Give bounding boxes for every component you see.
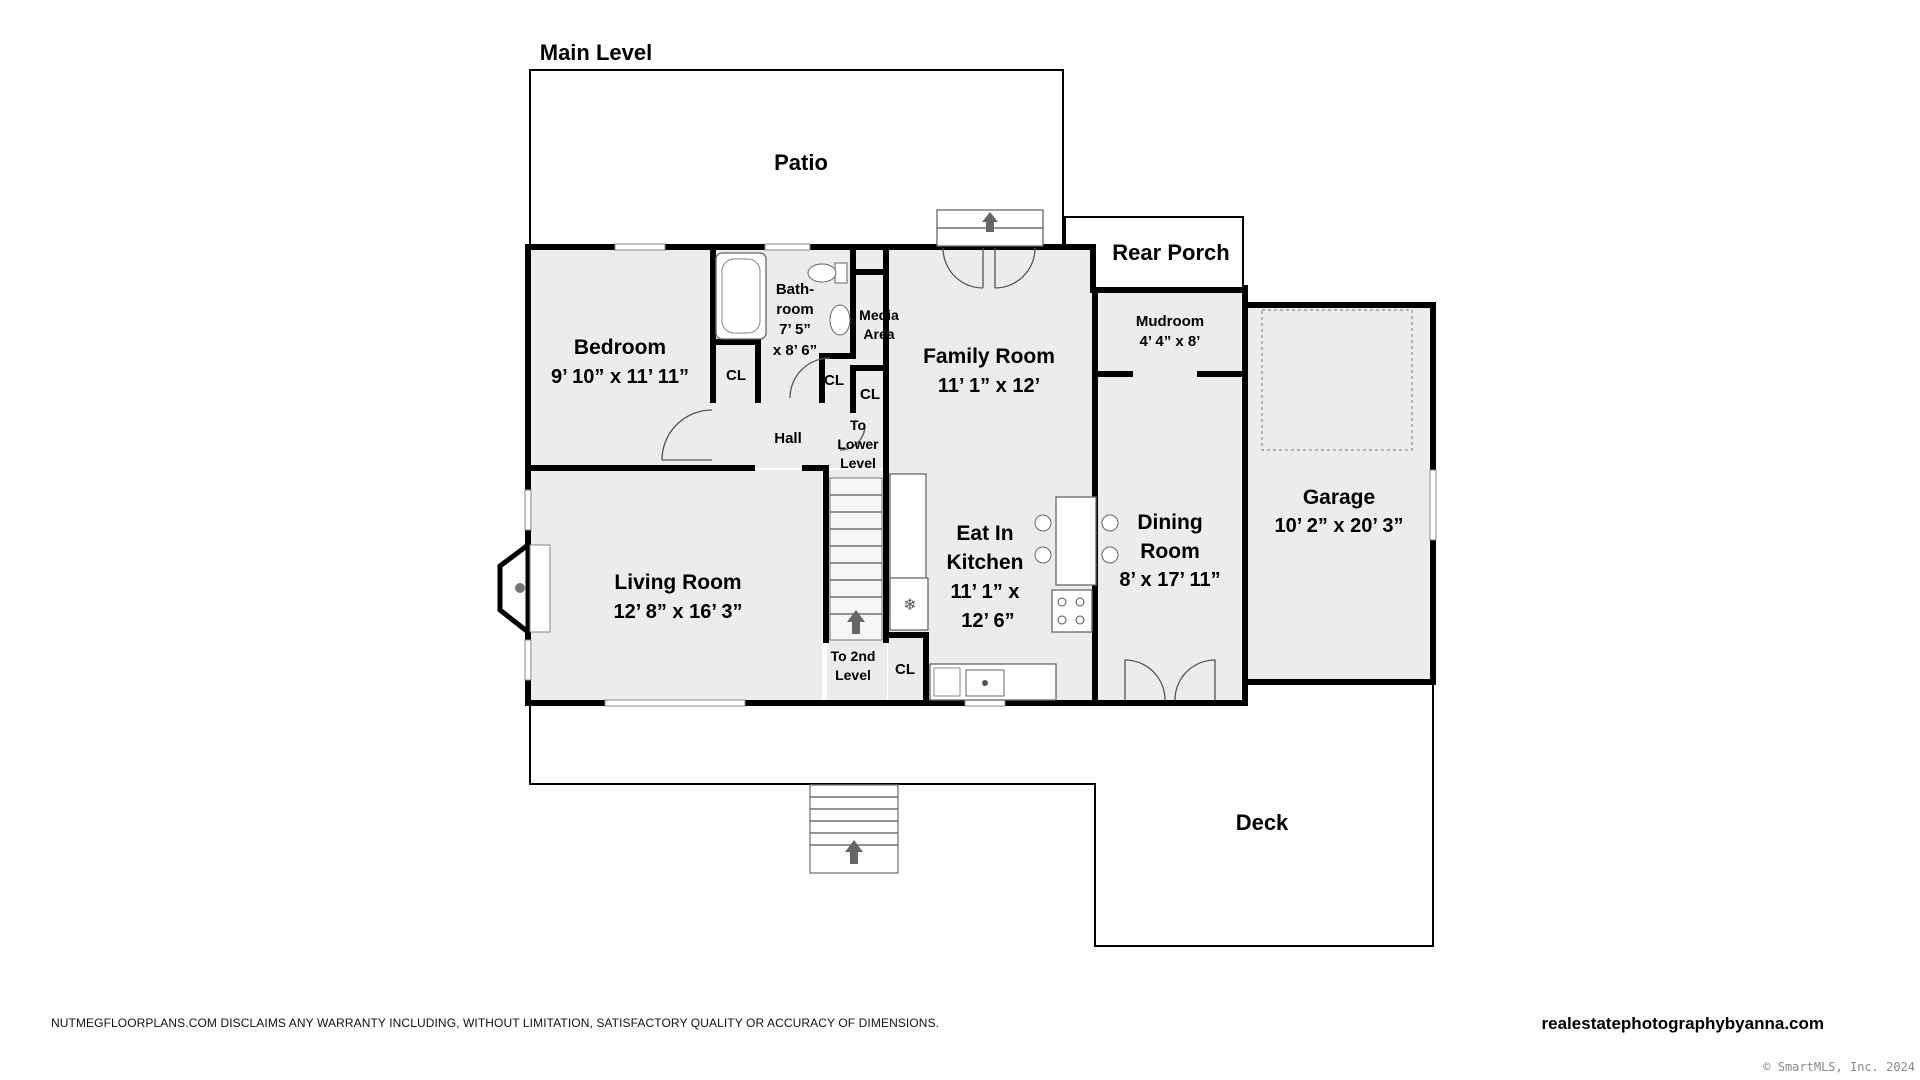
kitchen-island xyxy=(1055,496,1097,586)
media-area xyxy=(853,248,888,366)
to-lower-level-3: Level xyxy=(840,455,876,471)
garage-door-outline xyxy=(1261,309,1413,451)
kitchen-dims-2: 12’ 6” xyxy=(961,610,1014,632)
kitchen-label-1: Eat In xyxy=(956,522,1013,545)
rear-porch-label: Rear Porch xyxy=(1112,240,1229,265)
living-room-label: Living Room xyxy=(614,571,741,594)
garage-dims: 10’ 2” x 20’ 3” xyxy=(1275,515,1404,537)
stool-icon xyxy=(1101,514,1119,532)
hall-area xyxy=(713,366,888,468)
stove-icon xyxy=(1051,589,1093,633)
stool-icon xyxy=(1101,546,1119,564)
closet-label-bath: CL xyxy=(824,372,844,389)
living-room-dims: 12’ 8” x 16’ 3” xyxy=(614,601,743,623)
kitchen-label-2: Kitchen xyxy=(946,551,1023,574)
dining-room-label-2: Room xyxy=(1140,540,1200,563)
dining-room-area xyxy=(1095,374,1241,703)
refrigerator-icon xyxy=(889,577,929,631)
family-room-dims: 11’ 1” x 12’ xyxy=(938,375,1040,397)
media-area-label-1: Media xyxy=(859,307,899,323)
mudroom-area xyxy=(1095,288,1241,374)
dining-room-dims: 8’ x 17’ 11” xyxy=(1119,569,1220,591)
patio-label: Patio xyxy=(774,150,828,175)
to-2nd-level-2: Level xyxy=(835,667,871,683)
interior-stairs xyxy=(829,477,883,641)
stool-icon xyxy=(1034,546,1052,564)
stairs-up-arrow-icon xyxy=(847,610,865,634)
family-room-label: Family Room xyxy=(923,345,1055,368)
bathroom-dims-2: x 8’ 6” xyxy=(773,342,817,359)
to-lower-level-2: Lower xyxy=(837,436,879,452)
to-lower-level-1: To xyxy=(850,417,866,433)
snowflake-icon: ❄ xyxy=(903,597,916,614)
hall-label: Hall xyxy=(774,430,802,447)
rear-porch-outline xyxy=(1064,216,1244,286)
garage-label: Garage xyxy=(1303,486,1375,509)
closet-label-media: CL xyxy=(860,386,880,403)
copyright-text: © SmartMLS, Inc. 2024 xyxy=(1763,1060,1915,1074)
living-room-area xyxy=(530,470,822,703)
patio-outline xyxy=(529,69,1064,244)
deck-outline xyxy=(529,682,1434,947)
toilet-icon xyxy=(807,262,848,284)
closet-label-kitchen: CL xyxy=(895,661,915,678)
bedroom-area xyxy=(530,248,713,466)
website-link[interactable]: realestatephotographybyanna.com xyxy=(1541,1014,1824,1033)
bedroom-dims: 9’ 10” x 11’ 11” xyxy=(551,366,689,388)
disclaimer-text: NUTMEGFLOORPLANS.COM DISCLAIMS ANY WARRA… xyxy=(51,1016,940,1030)
closet-label-bedroom: CL xyxy=(726,367,746,384)
bedroom-label: Bedroom xyxy=(574,336,666,359)
dining-room-label-1: Dining xyxy=(1137,511,1202,534)
stool-icon xyxy=(1034,514,1052,532)
mudroom-dims: 4’ 4” x 8’ xyxy=(1140,333,1201,350)
deck-steps-arrow-icon xyxy=(845,840,863,864)
mudroom-label: Mudroom xyxy=(1136,313,1204,330)
to-2nd-level-1: To 2nd xyxy=(831,648,876,664)
media-area-label-2: Area xyxy=(863,326,894,342)
garage-area xyxy=(1247,305,1431,680)
dishwasher-icon xyxy=(933,667,961,697)
bathroom-label-1: Bath- xyxy=(776,281,814,298)
bathroom-dims-1: 7’ 5” xyxy=(779,321,811,338)
bath-sink-icon xyxy=(829,304,851,336)
bathroom-label-2: room xyxy=(776,301,814,318)
family-room-area xyxy=(888,248,1093,470)
deck-label: Deck xyxy=(1236,810,1289,835)
floor-title: Main Level xyxy=(540,40,652,65)
fireplace-icon xyxy=(497,540,551,638)
patio-step-arrow-icon xyxy=(982,212,998,232)
kitchen-dims-1: 11’ 1” x xyxy=(951,581,1020,603)
